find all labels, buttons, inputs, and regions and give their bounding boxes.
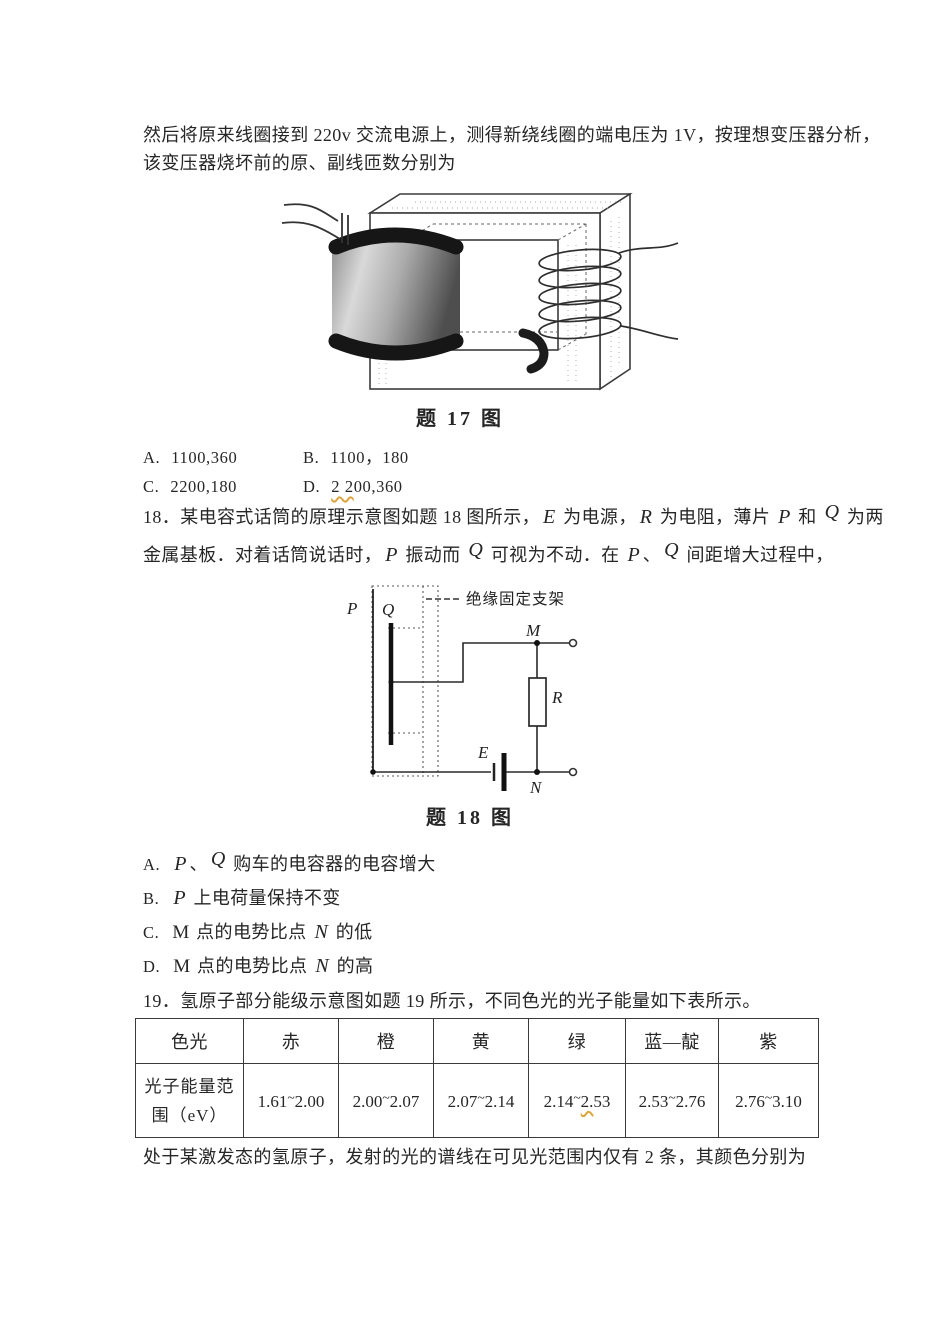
q19-intro: 19．氢原子部分能级示意图如题 19 所示，不同色光的光子能量如下表所示。 bbox=[143, 991, 761, 1011]
q18-option-b: B.P 上电荷量保持不变 bbox=[143, 887, 341, 909]
label-n: N bbox=[529, 778, 543, 797]
label-m: M bbox=[525, 621, 541, 640]
q18-statement-line2: 金属基板．对着话筒说话时，P 振动而 Q 可视为不动．在 P、Q 间距增大过程中… bbox=[143, 539, 834, 566]
figure17-caption: 题 17 图 bbox=[416, 408, 504, 430]
label-r: R bbox=[551, 688, 563, 707]
label-q: Q bbox=[382, 600, 394, 619]
q17-option-d: D.2 200,360 bbox=[303, 477, 403, 496]
q18-option-a: A.P、Q 购车的电容器的电容增大 bbox=[143, 848, 436, 875]
circuit-nodes bbox=[370, 640, 540, 775]
secondary-lead-bottom bbox=[620, 325, 679, 340]
header-cell: 绿 bbox=[528, 1018, 626, 1064]
q18-option-c: C.M 点的电势比点 N 的低 bbox=[143, 921, 373, 943]
q18-option-d: D.M 点的电势比点 N 的高 bbox=[143, 955, 374, 977]
photon-energy-table: 色光 赤 橙 黄 绿 蓝—靛 紫 光子能量范 围（eV） 1.61~2.00 2… bbox=[135, 1018, 819, 1138]
q18-statement-line1: 18．某电容式话筒的原理示意图如题 18 图所示，E 为电源，R 为电阻，薄片 … bbox=[143, 501, 884, 528]
core-hatching bbox=[378, 201, 625, 387]
table-value-row: 光子能量范 围（eV） 1.61~2.00 2.00~2.07 2.07~2.1… bbox=[135, 1063, 819, 1138]
q17-option-a: A.1100,360 bbox=[143, 448, 238, 467]
value-cell: 2.07~2.14 bbox=[433, 1063, 529, 1138]
q17-option-b: B.1100，180 bbox=[303, 448, 409, 467]
value-cell: 1.61~2.00 bbox=[243, 1063, 339, 1138]
header-cell: 橙 bbox=[338, 1018, 434, 1064]
insulating-support-frame bbox=[371, 585, 439, 777]
value-cell: 2.14~2.53 bbox=[528, 1063, 626, 1138]
value-cell: 2.53~2.76 bbox=[625, 1063, 719, 1138]
resistor bbox=[528, 677, 547, 727]
secondary-lead-top bbox=[618, 242, 679, 254]
figure18-caption: 题 18 图 bbox=[426, 807, 514, 829]
support-label: 绝缘固定支架 bbox=[466, 590, 565, 608]
primary-coil bbox=[328, 227, 549, 374]
header-cell: 色光 bbox=[135, 1018, 244, 1064]
table-header-row: 色光 赤 橙 黄 绿 蓝—靛 紫 bbox=[135, 1018, 819, 1064]
header-cell: 赤 bbox=[243, 1018, 339, 1064]
transformer-figure bbox=[281, 193, 679, 391]
header-cell: 紫 bbox=[718, 1018, 819, 1064]
output-terminals bbox=[568, 638, 578, 777]
microphone-circuit-figure: P Q M R E N 绝缘固定支架 bbox=[346, 585, 578, 797]
q19-closing: 处于某激发态的氢原子，发射的光的谱线在可见光范围内仅有 2 条，其颜色分别为 bbox=[143, 1147, 807, 1167]
circuit-wires bbox=[373, 642, 569, 773]
secondary-coil bbox=[538, 242, 679, 340]
q17-intro-line2: 该变压器烧坏前的原、副线匝数分别为 bbox=[143, 153, 456, 173]
label-p: P bbox=[346, 599, 357, 618]
value-cell: 2.76~3.10 bbox=[718, 1063, 819, 1138]
primary-leads bbox=[281, 203, 349, 245]
q17-option-c: C.2200,180 bbox=[143, 477, 238, 496]
value-cell: 2.00~2.07 bbox=[338, 1063, 434, 1138]
battery bbox=[492, 753, 507, 791]
row-label-cell: 光子能量范 围（eV） bbox=[135, 1063, 244, 1138]
q17-intro-line1: 然后将原来线圈接到 220v 交流电源上，测得新绕线圈的端电压为 1V，按理想变… bbox=[143, 125, 881, 145]
header-cell: 蓝—靛 bbox=[625, 1018, 719, 1064]
header-cell: 黄 bbox=[433, 1018, 529, 1064]
label-e: E bbox=[477, 743, 489, 762]
